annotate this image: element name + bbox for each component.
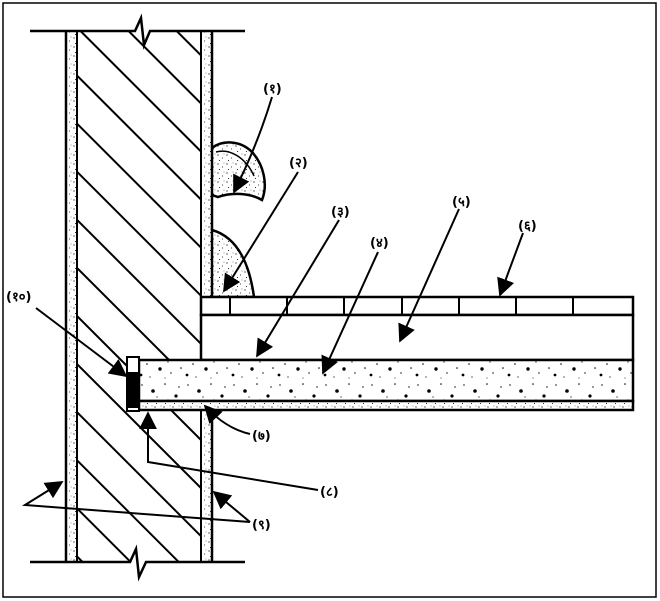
- leader-6: [497, 232, 524, 297]
- label-3: (३): [331, 205, 350, 220]
- label-4: (४): [370, 236, 389, 251]
- ceiling-plaster: [137, 399, 635, 412]
- leader-3: [256, 219, 340, 358]
- label-9: (९): [252, 518, 271, 533]
- label-6: (६): [518, 219, 537, 234]
- concrete-slab: [137, 358, 635, 403]
- wall-plaster-left: [66, 30, 77, 562]
- leader-4: [321, 251, 379, 375]
- label-2: (२): [289, 156, 308, 171]
- leader-5: [398, 208, 460, 343]
- label-5: (५): [452, 195, 471, 210]
- leader-7: [203, 404, 251, 435]
- label-8: (८): [320, 485, 339, 500]
- skirting-fillet: [210, 228, 256, 299]
- leader-9a: [21, 481, 251, 523]
- leader-10: [35, 307, 128, 378]
- screed-layer: [199, 313, 635, 362]
- leader-8: [139, 411, 319, 491]
- wall: [64, 30, 214, 562]
- break-line-bottom: [30, 544, 245, 582]
- label-7: (७): [252, 429, 271, 444]
- leader-1: [233, 96, 273, 194]
- cornice-moulding: [210, 141, 266, 202]
- label-1: (१): [263, 82, 282, 97]
- label-10: (१०): [6, 290, 31, 305]
- wall-masonry: [77, 30, 201, 562]
- leader-2: [223, 171, 299, 293]
- leader-9b: [212, 490, 251, 523]
- floor-tiles: [199, 295, 635, 317]
- filler-strip: [128, 372, 138, 408]
- break-line-top: [30, 13, 245, 50]
